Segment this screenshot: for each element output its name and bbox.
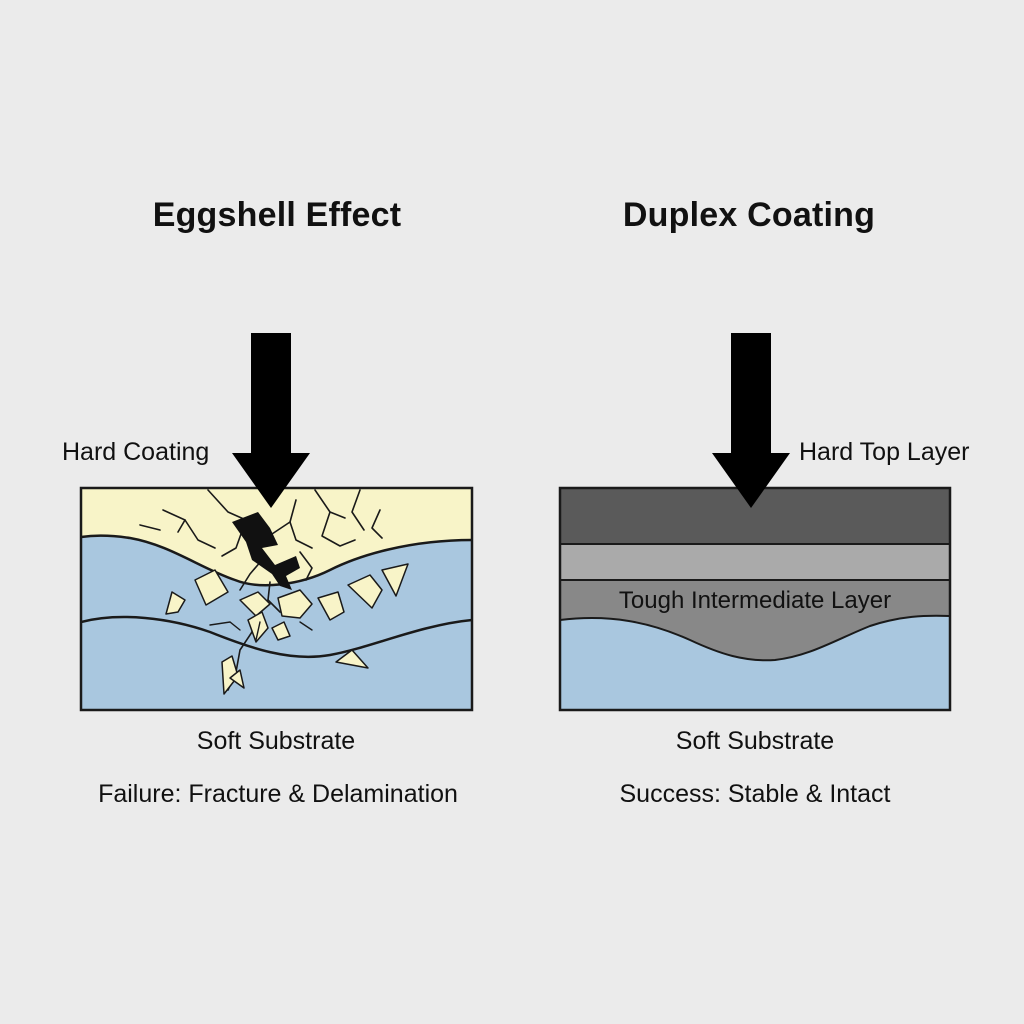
soft-substrate-label-left: Soft Substrate — [196, 727, 356, 755]
coating-substrate-interface — [81, 534, 472, 587]
soft-substrate-right — [560, 615, 950, 710]
load-arrow-right-icon — [712, 333, 790, 508]
impact-fracture — [232, 512, 300, 590]
failure-caption: Failure: Fracture & Delamination — [98, 780, 458, 808]
hard-coating-layer — [81, 488, 472, 586]
hard-coating-label: Hard Coating — [62, 438, 210, 466]
eggshell-block — [81, 488, 472, 710]
eggshell-title: Eggshell Effect — [152, 196, 402, 234]
crack-network — [139, 489, 383, 691]
coating-fragments — [165, 563, 409, 695]
deformed-substrate-curve — [81, 615, 472, 659]
hard-top-layer-label: Hard Top Layer — [799, 438, 970, 466]
duplex-block — [560, 488, 950, 710]
delamination-cracks — [209, 621, 313, 641]
load-arrow-left-icon — [232, 333, 310, 508]
tough-intermediate-layer-label: Tough Intermediate Layer — [618, 587, 892, 614]
soft-substrate-label-right: Soft Substrate — [675, 727, 835, 755]
success-caption: Success: Stable & Intact — [619, 780, 891, 808]
duplex-layer-lines — [559, 543, 951, 662]
light-gray-layer — [560, 544, 950, 580]
duplex-title: Duplex Coating — [622, 196, 876, 234]
